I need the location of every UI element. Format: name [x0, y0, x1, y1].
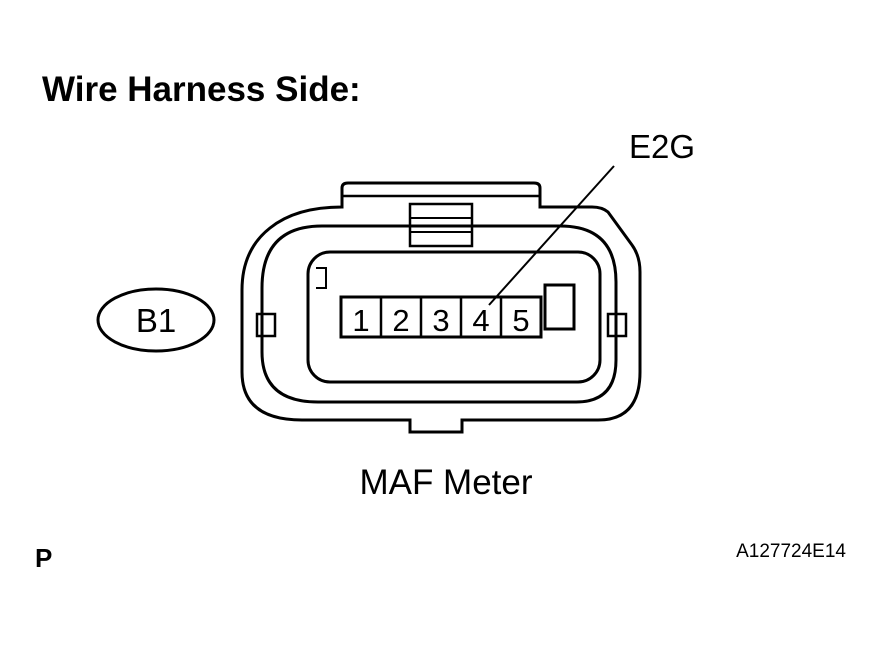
connector-code-label: B1	[136, 302, 176, 339]
diagram-heading: Wire Harness Side:	[42, 70, 361, 109]
pin-row	[339, 295, 543, 339]
pin-4-label: 4	[472, 303, 489, 338]
corner-marker: P	[35, 543, 53, 573]
pin-2-label: 2	[392, 303, 409, 338]
terminal-leader-line	[488, 165, 615, 306]
pin-1-label: 1	[352, 303, 369, 338]
key-block	[543, 283, 576, 331]
cavity-notch	[316, 267, 327, 289]
connector-code-ellipse	[96, 287, 216, 353]
left-tab	[255, 312, 277, 338]
connector-housing-outer	[240, 181, 642, 434]
latch-frame	[340, 194, 542, 207]
pin-5-label: 5	[512, 303, 529, 338]
terminal-label: E2G	[629, 128, 695, 165]
pin-3-label: 3	[432, 303, 449, 338]
pin-cavity	[306, 250, 602, 384]
figure-id: A127724E14	[736, 541, 846, 562]
connector-housing-inner	[260, 224, 618, 404]
component-name: MAF Meter	[359, 463, 532, 502]
